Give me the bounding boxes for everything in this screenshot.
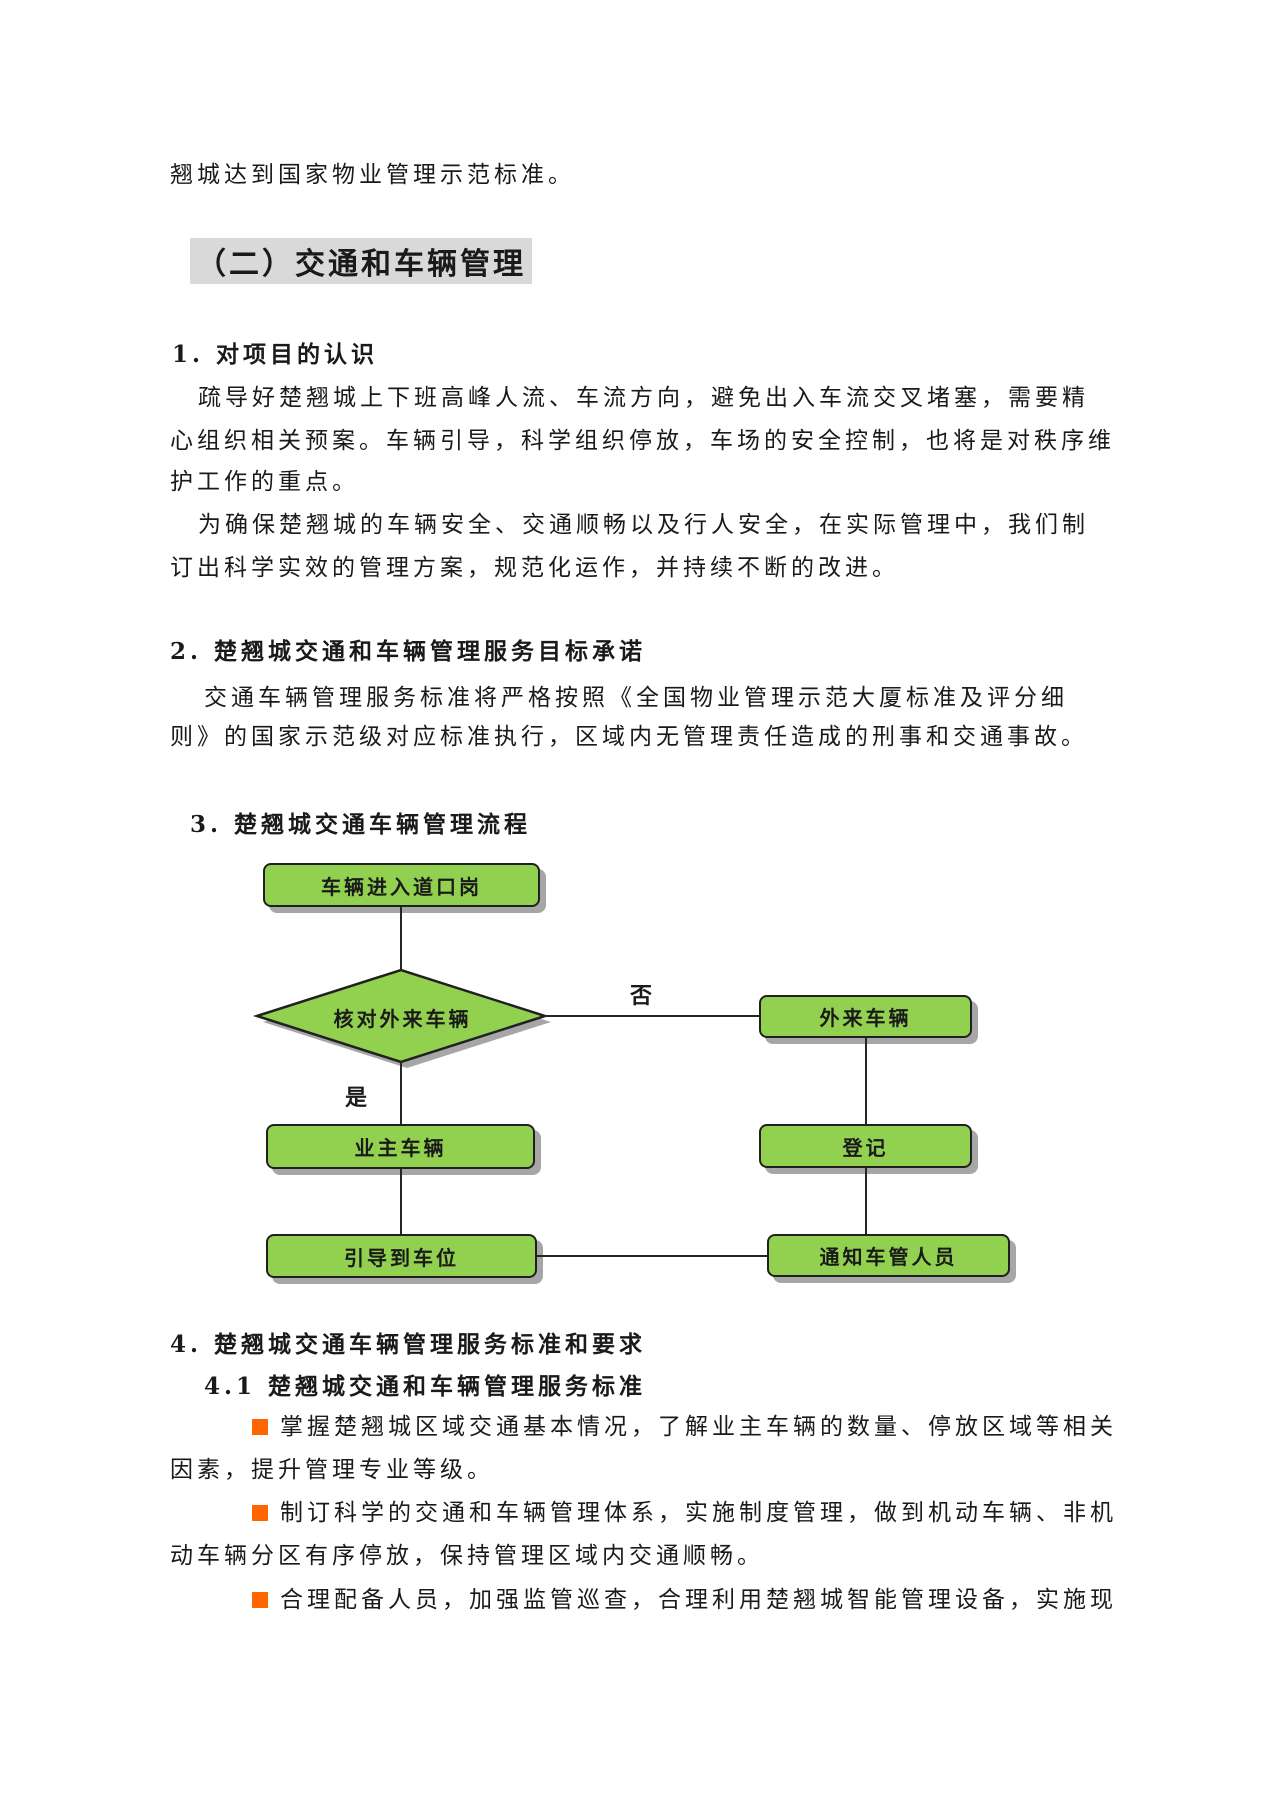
bullet-item-1-line2: 因素，提升管理专业等级。 <box>170 1457 494 1483</box>
flow-node-visitor: 外来车辆 <box>759 995 972 1038</box>
flow-node-register-label: 登记 <box>842 1135 889 1160</box>
section4-subtitle: 4.1 楚翘城交通和车辆管理服务标准 <box>204 1373 647 1400</box>
flow-connector-owner-guide <box>400 1169 402 1234</box>
section1-p1-line3: 护工作的重点。 <box>170 469 359 495</box>
section2-p1-line2: 则》的国家示范级对应标准执行，区域内无管理责任造成的刑事和交通事故。 <box>170 724 1088 750</box>
section2-title: 2. 楚翘城交通和车辆管理服务目标承诺 <box>170 638 647 665</box>
orange-square-bullet-icon <box>252 1419 268 1435</box>
flow-node-guide-label: 引导到车位 <box>344 1245 459 1270</box>
flow-node-notify-label: 通知车管人员 <box>819 1245 958 1269</box>
flow-connector-check-owner <box>400 1061 402 1124</box>
flow-node-register: 登记 <box>759 1124 972 1168</box>
flow-node-entry-label: 车辆进入道口岗 <box>321 874 482 899</box>
chapter-heading: （二）交通和车辆管理 <box>196 247 526 282</box>
bullet-item-2-line1: 制订科学的交通和车辆管理体系，实施制度管理，做到机动车辆、非机 <box>252 1498 1117 1528</box>
section4-title: 4. 楚翘城交通车辆管理服务标准和要求 <box>170 1331 647 1358</box>
bullet-item-2-text: 制订科学的交通和车辆管理体系，实施制度管理，做到机动车辆、非机 <box>280 1500 1117 1526</box>
bullet-item-2-line2: 动车辆分区有序停放，保持管理区域内交通顺畅。 <box>170 1543 764 1569</box>
branch-label-yes: 是 <box>345 1085 368 1111</box>
flow-connector-register-notify <box>865 1168 867 1234</box>
bullet-item-1-text: 掌握楚翘城区域交通基本情况，了解业主车辆的数量、停放区域等相关 <box>280 1414 1117 1440</box>
intro-line: 翘城达到国家物业管理示范标准。 <box>170 162 575 188</box>
flow-node-owner-label: 业主车辆 <box>354 1136 447 1160</box>
section1-p1-line1: 疏导好楚翘城上下班高峰人流、车流方向，避免出入车流交叉堵塞，需要精 <box>198 385 1089 411</box>
branch-label-no: 否 <box>630 983 653 1009</box>
flow-connector-guide-notify <box>537 1255 767 1257</box>
flow-node-check: 核对外来车辆 <box>333 1007 472 1031</box>
chapter-heading-highlight: （二）交通和车辆管理 <box>190 238 532 284</box>
flow-node-entry: 车辆进入道口岗 <box>263 863 540 907</box>
flow-node-guide: 引导到车位 <box>266 1234 537 1278</box>
flow-connector-entry-check <box>400 907 402 971</box>
section1-p2-line1: 为确保楚翘城的车辆安全、交通顺畅以及行人安全，在实际管理中，我们制 <box>198 512 1089 538</box>
bullet-item-3-line1: 合理配备人员，加强监管巡查，合理利用楚翘城智能管理设备，实施现 <box>252 1585 1117 1615</box>
orange-square-bullet-icon <box>252 1592 268 1608</box>
section1-title: 1. 对项目的认识 <box>172 341 379 368</box>
bullet-item-3-text: 合理配备人员，加强监管巡查，合理利用楚翘城智能管理设备，实施现 <box>280 1587 1117 1613</box>
flow-connector-check-visitor <box>544 1015 759 1017</box>
flow-node-visitor-label: 外来车辆 <box>819 1006 912 1030</box>
section1-p2-line2: 订出科学实效的管理方案，规范化运作，并持续不断的改进。 <box>170 555 899 581</box>
section3-title: 3. 楚翘城交通车辆管理流程 <box>190 811 532 838</box>
flow-node-owner: 业主车辆 <box>266 1124 535 1169</box>
section2-p1-line1: 交通车辆管理服务标准将严格按照《全国物业管理示范大厦标准及评分细 <box>204 685 1068 711</box>
orange-square-bullet-icon <box>252 1505 268 1521</box>
bullet-item-1-line1: 掌握楚翘城区域交通基本情况，了解业主车辆的数量、停放区域等相关 <box>252 1412 1117 1442</box>
section1-p1-line2: 心组织相关预案。车辆引导，科学组织停放，车场的安全控制，也将是对秩序维 <box>170 428 1115 454</box>
flow-node-notify: 通知车管人员 <box>767 1234 1010 1277</box>
flow-connector-visitor-register <box>865 1038 867 1124</box>
